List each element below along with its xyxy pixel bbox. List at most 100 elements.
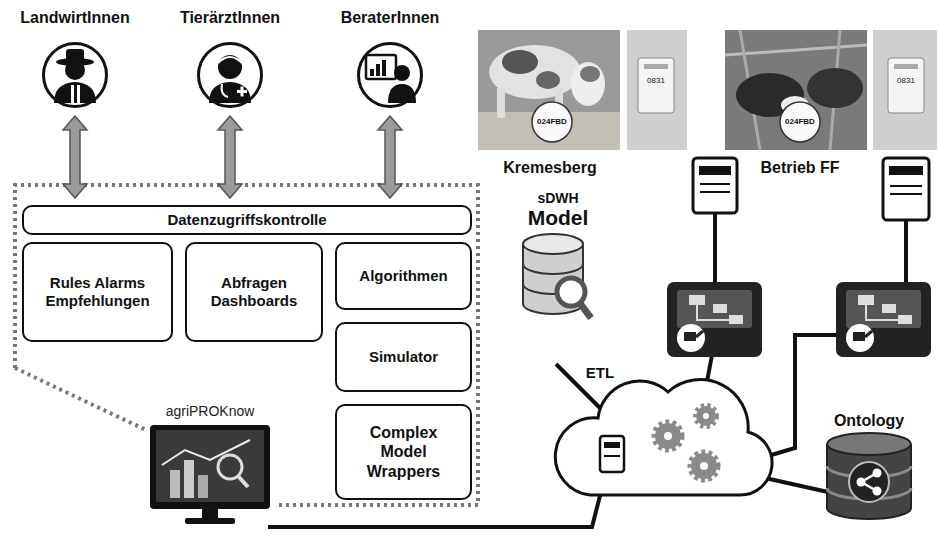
monitor-icon: agriPROKnow	[150, 425, 270, 525]
user-role-circle-part	[360, 45, 420, 105]
database-icon-part	[517, 230, 599, 325]
file-server-icon	[667, 282, 762, 357]
file-server-icon-part	[689, 295, 705, 305]
tag-id: 024FBD	[785, 117, 815, 126]
file-server-icon-part	[858, 295, 874, 305]
database-icon-part-part	[873, 469, 882, 478]
user-role-circle-part-part	[218, 57, 242, 63]
server-tower-part	[890, 193, 922, 195]
user-role-circle-part	[45, 45, 105, 105]
database-icon-part-part	[857, 478, 866, 487]
sensor-photo-part	[894, 64, 918, 69]
monitor-icon-part-part	[156, 430, 264, 502]
calf-photo	[725, 30, 867, 150]
sensor-id: 0831	[647, 76, 665, 85]
app-title: agriPROKnow	[166, 403, 255, 419]
role-title: BeraterInnen	[341, 9, 440, 27]
user-role-circle: LandwirtInnen	[42, 42, 108, 108]
network-wire-part	[904, 220, 908, 284]
file-server-icon-part	[684, 332, 696, 341]
database-title: sDWH	[537, 190, 578, 206]
role-title: LandwirtInnen	[20, 9, 129, 27]
monitor-icon-part-part	[162, 440, 250, 465]
sensor-photo-part	[644, 64, 668, 69]
monitor-icon-part-part	[150, 425, 270, 509]
cloud-icon-part	[703, 413, 709, 419]
user-role-circle-part-part	[54, 82, 96, 103]
monitor-icon-part-part	[198, 475, 208, 498]
server-tower-part	[700, 191, 730, 193]
file-server-icon-part	[713, 304, 727, 313]
file-server-icon	[836, 282, 931, 357]
user-role-circle-part-part	[376, 64, 380, 76]
user-role-circle-part-part	[218, 55, 242, 79]
cow-photo-part	[580, 66, 600, 82]
user-role-circle-part-part	[77, 85, 80, 103]
dashed-panel-outline-part	[15, 185, 478, 505]
cow-photo-part	[502, 50, 538, 74]
server-tower-part	[699, 166, 731, 175]
user-role-circle-part-part	[394, 65, 410, 81]
module-box: Complex Model Wrappers	[335, 404, 472, 500]
sensor-photo	[873, 30, 937, 150]
database-icon-part-part	[827, 433, 911, 455]
site-label: Kremesberg	[503, 159, 596, 177]
sensor-photo-part	[638, 58, 674, 113]
cow-photo-part	[532, 102, 572, 142]
file-server-icon-part	[882, 304, 896, 313]
database-icon-part-part	[849, 462, 889, 502]
module-box: Rules Alarms Empfehlungen	[22, 242, 173, 342]
server-tower-part	[889, 166, 923, 175]
module-box: Algorithmen	[335, 242, 472, 310]
cloud-icon-part	[555, 380, 772, 495]
sensor-photo-part	[627, 30, 687, 150]
file-server-icon-part	[696, 331, 703, 337]
file-server-icon-part	[866, 305, 898, 320]
file-server-icon-part	[846, 324, 874, 352]
database-title: Model	[528, 206, 589, 230]
cloud-icon-part	[664, 432, 672, 440]
file-server-icon-part	[677, 290, 752, 328]
role-title: TierärztInnen	[180, 9, 280, 27]
access-control-box: Datenzugriffskontrolle	[22, 205, 472, 235]
cow-photo-part	[478, 30, 620, 150]
user-role-circle-part-part	[388, 84, 416, 103]
calf-photo-part	[725, 30, 867, 150]
monitor-icon-part-part	[170, 470, 180, 498]
database-icon-part-part	[557, 278, 585, 306]
user-role-circle-part-part	[382, 60, 386, 76]
user-role-circle-part-part	[241, 87, 244, 97]
sensor-photo	[627, 30, 687, 150]
module-box: Simulator	[335, 322, 472, 392]
user-role-circle-part-part	[370, 69, 374, 76]
monitor-icon-part	[150, 425, 270, 525]
network-wire-part	[713, 213, 717, 284]
dashed-panel-outline	[15, 185, 478, 505]
calf-photo-part	[725, 45, 867, 55]
dashed-panel-outline-part	[15, 368, 146, 430]
user-role-circle: TierärztInnen	[197, 42, 263, 108]
cloud-icon-part	[691, 453, 717, 479]
database-icon: Ontology	[810, 412, 928, 532]
monitor-icon-part-part	[218, 455, 242, 479]
file-server-icon-part	[836, 282, 931, 357]
database-icon-part-part	[873, 487, 882, 496]
database-icon-part	[823, 430, 915, 522]
network-wire-part	[765, 478, 828, 492]
cloud-icon	[555, 380, 772, 495]
calf-photo-part	[807, 68, 863, 108]
file-server-icon-part	[729, 315, 743, 324]
user-role-circle-part	[200, 45, 260, 105]
monitor-icon-part-part	[185, 518, 235, 524]
monitor-icon-part-part	[184, 460, 194, 498]
file-server-icon-part	[846, 290, 921, 328]
tag-id: 024FBD	[537, 117, 567, 126]
cow-photo-part	[536, 71, 560, 89]
calf-photo-part	[780, 102, 820, 142]
file-server-icon-part	[853, 332, 865, 341]
user-role-circle-part-part	[222, 84, 228, 97]
cloud-icon-part	[604, 442, 620, 448]
server-tower-part	[693, 158, 737, 213]
double-arrow	[378, 116, 402, 198]
